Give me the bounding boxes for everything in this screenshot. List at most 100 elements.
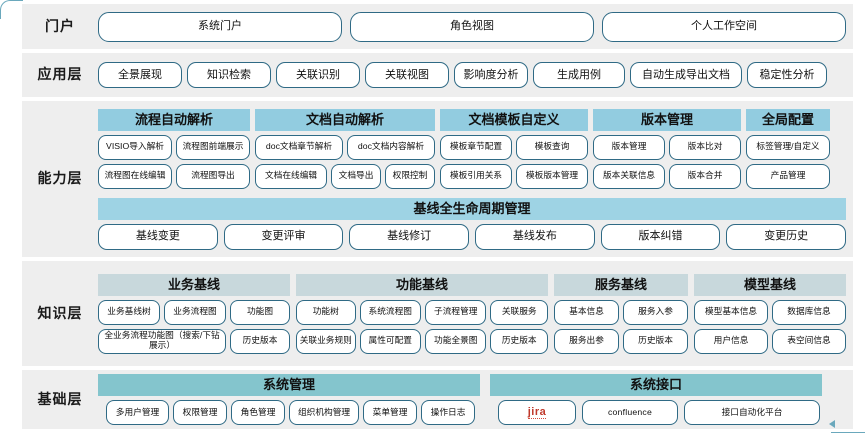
cap-item-permission-control[interactable]: 权限控制 xyxy=(385,163,435,189)
knowledge-groups: 业务基线 业务基线树 业务流程图 功能图 全业务流程功能图（搜索/下钻展示） 历… xyxy=(98,273,846,354)
cap-item-template-version-mgmt[interactable]: 模板版本管理 xyxy=(516,163,588,189)
cap-item-flow-export[interactable]: 流程图导出 xyxy=(176,163,250,189)
lifecycle-item-baseline-revise[interactable]: 基线修订 xyxy=(349,223,470,250)
foundation-group-header-system-interface: 系统接口 xyxy=(490,374,822,396)
lifecycle-header: 基线全生命周期管理 xyxy=(98,197,846,220)
lifecycle-item-change-review[interactable]: 变更评审 xyxy=(223,223,344,250)
cap-item-template-reference-relation[interactable]: 模板引用关系 xyxy=(440,163,512,189)
jira-logo-text: jira xyxy=(527,405,547,420)
found-item-org-structure-mgmt[interactable]: 组织机构管理 xyxy=(289,400,359,425)
application-item-row: 全景展现 知识检索 关联识别 关联视图 影响度分析 生成用例 自动生成导出文档 … xyxy=(98,62,846,88)
foundation-groups: 系统管理 多用户管理 权限管理 角色管理 组织机构管理 菜单管理 操作日志 系统… xyxy=(98,374,846,425)
portal-item-system-portal[interactable]: 系统门户 xyxy=(98,11,342,42)
know-item-attribute-configurable[interactable]: 属性可配置 xyxy=(359,328,421,354)
know-item-service-output-param[interactable]: 服务出参 xyxy=(554,328,619,354)
capability-lifecycle-block: 基线全生命周期管理 基线变更 变更评审 基线修订 基线发布 版本纠错 变更历史 xyxy=(98,197,847,250)
found-item-permission-mgmt[interactable]: 权限管理 xyxy=(173,400,227,425)
portal-item-personal-workspace[interactable]: 个人工作空间 xyxy=(602,11,846,42)
lifecycle-item-baseline-release[interactable]: 基线发布 xyxy=(475,223,595,250)
found-item-role-mgmt[interactable]: 角色管理 xyxy=(231,400,285,425)
layer-label-portal: 门户 xyxy=(45,17,75,34)
layer-label-knowledge: 知识层 xyxy=(37,304,83,321)
know-item-basic-info[interactable]: 基本信息 xyxy=(554,299,619,325)
decorative-corner-bottom-right xyxy=(831,422,865,433)
cap-item-visio-import-parse[interactable]: VISIO导入解析 xyxy=(98,134,172,160)
know-item-related-business-rule[interactable]: 关联业务规则 xyxy=(296,328,356,354)
lifecycle-item-baseline-change[interactable]: 基线变更 xyxy=(98,223,218,250)
knowledge-group-header-function-baseline: 功能基线 xyxy=(296,273,548,296)
app-item-impact-analysis[interactable]: 影响度分析 xyxy=(454,62,528,88)
app-item-panorama[interactable]: 全景展现 xyxy=(98,62,182,88)
knowledge-group-function-baseline: 功能基线 功能树 系统流程图 子流程管理 关联服务 关联业务规则 属性可配置 功… xyxy=(296,273,548,354)
cap-item-doc-online-edit[interactable]: 文档在线编辑 xyxy=(255,163,327,189)
app-item-auto-export-doc[interactable]: 自动生成导出文档 xyxy=(630,62,742,88)
capability-group-global-config: 全局配置 标签管理/自定义 产品管理 xyxy=(746,108,830,189)
know-item-model-basic-info[interactable]: 模型基本信息 xyxy=(694,299,768,325)
cap-item-version-merge[interactable]: 版本合并 xyxy=(669,163,741,189)
know-item-database-info[interactable]: 数据库信息 xyxy=(772,299,846,325)
cap-item-template-chapter-config[interactable]: 模板章节配置 xyxy=(440,134,512,160)
lifecycle-item-version-correction[interactable]: 版本纠错 xyxy=(600,223,721,250)
app-item-stability-analysis[interactable]: 稳定性分析 xyxy=(747,62,827,88)
app-item-relation-recognition[interactable]: 关联识别 xyxy=(276,62,360,88)
know-item-business-flow-chart[interactable]: 业务流程图 xyxy=(164,299,226,325)
know-item-history-version-business[interactable]: 历史版本 xyxy=(230,328,290,354)
knowledge-group-header-service-baseline: 服务基线 xyxy=(554,273,688,296)
know-item-business-baseline-tree[interactable]: 业务基线树 xyxy=(98,299,160,325)
know-item-user-info[interactable]: 用户信息 xyxy=(694,328,768,354)
cap-item-template-query[interactable]: 模板查询 xyxy=(516,134,588,160)
found-item-operation-log[interactable]: 操作日志 xyxy=(421,400,475,425)
lifecycle-item-change-history[interactable]: 变更历史 xyxy=(726,223,847,250)
foundation-group-system-interface: 系统接口 jira confluence 接口自动化平台 xyxy=(490,374,822,425)
capability-group-version-mgmt: 版本管理 版本管理 版本比对 版本关联信息 版本合并 xyxy=(593,108,741,189)
found-item-multi-user-mgmt[interactable]: 多用户管理 xyxy=(106,400,169,425)
knowledge-group-service-baseline: 服务基线 基本信息 服务入参 服务出参 历史版本 xyxy=(554,273,688,354)
layer-label-capability: 能力层 xyxy=(37,170,83,187)
found-item-interface-automation-platform[interactable]: 接口自动化平台 xyxy=(684,400,820,425)
foundation-group-header-system-mgmt: 系统管理 xyxy=(98,374,480,396)
portal-item-row: 系统门户 角色视图 个人工作空间 xyxy=(98,11,846,42)
knowledge-group-business-baseline: 业务基线 业务基线树 业务流程图 功能图 全业务流程功能图（搜索/下钻展示） 历… xyxy=(98,273,290,354)
know-item-tablespace-info[interactable]: 表空间信息 xyxy=(772,328,846,354)
capability-group-header-global-config: 全局配置 xyxy=(746,108,830,131)
capability-group-header-doc-template: 文档模板自定义 xyxy=(440,108,588,131)
capability-group-header-process-parse: 流程自动解析 xyxy=(98,108,250,131)
layer-portal: 门户 系统门户 角色视图 个人工作空间 xyxy=(22,4,853,49)
capability-group-doc-parse: 文档自动解析 doc文档章节解析 doc文档内容解析 文档在线编辑 文档导出 权… xyxy=(255,108,435,189)
know-item-history-version-function[interactable]: 历史版本 xyxy=(490,328,548,354)
found-item-jira[interactable]: jira xyxy=(498,400,576,425)
app-item-relation-view[interactable]: 关联视图 xyxy=(365,62,449,88)
found-item-menu-mgmt[interactable]: 菜单管理 xyxy=(363,400,417,425)
capability-group-header-version-mgmt: 版本管理 xyxy=(593,108,741,131)
cap-item-tag-management[interactable]: 标签管理/自定义 xyxy=(746,134,830,160)
cap-item-version-relation-info[interactable]: 版本关联信息 xyxy=(593,163,665,189)
cap-item-version-management[interactable]: 版本管理 xyxy=(593,134,665,160)
app-item-generate-case[interactable]: 生成用例 xyxy=(533,62,625,88)
found-item-confluence[interactable]: confluence xyxy=(582,400,678,425)
decorative-arrow-bottom-right xyxy=(829,420,835,428)
foundation-group-system-mgmt: 系统管理 多用户管理 权限管理 角色管理 组织机构管理 菜单管理 操作日志 xyxy=(98,374,480,425)
layer-foundation: 基础层 系统管理 多用户管理 权限管理 角色管理 组织机构管理 菜单管理 操作日… xyxy=(22,370,853,429)
know-item-function-tree[interactable]: 功能树 xyxy=(296,299,356,325)
know-item-related-service[interactable]: 关联服务 xyxy=(490,299,548,325)
know-item-full-business-flow-function-chart[interactable]: 全业务流程功能图（搜索/下钻展示） xyxy=(98,328,226,354)
know-item-function-panorama[interactable]: 功能全景图 xyxy=(424,328,487,354)
cap-item-flow-online-edit[interactable]: 流程图在线编辑 xyxy=(98,163,172,189)
knowledge-group-model-baseline: 模型基线 模型基本信息 数据库信息 用户信息 表空间信息 xyxy=(694,273,846,354)
cap-item-product-management[interactable]: 产品管理 xyxy=(746,163,830,189)
know-item-function-chart[interactable]: 功能图 xyxy=(230,299,290,325)
portal-item-role-view[interactable]: 角色视图 xyxy=(350,11,594,42)
know-item-sub-flow-mgmt[interactable]: 子流程管理 xyxy=(424,299,487,325)
know-item-service-input-param[interactable]: 服务入参 xyxy=(623,299,688,325)
know-item-system-flow-chart[interactable]: 系统流程图 xyxy=(359,299,421,325)
cap-item-doc-content-parse[interactable]: doc文档内容解析 xyxy=(347,134,435,160)
app-item-knowledge-search[interactable]: 知识检索 xyxy=(187,62,271,88)
cap-item-version-compare[interactable]: 版本比对 xyxy=(669,134,741,160)
cap-item-doc-export[interactable]: 文档导出 xyxy=(331,163,381,189)
cap-item-doc-chapter-parse[interactable]: doc文档章节解析 xyxy=(255,134,343,160)
cap-item-flow-frontend-display[interactable]: 流程图前端展示 xyxy=(176,134,250,160)
layer-application: 应用层 全景展现 知识检索 关联识别 关联视图 影响度分析 生成用例 自动生成导… xyxy=(22,53,853,97)
knowledge-group-header-business-baseline: 业务基线 xyxy=(98,273,290,296)
know-item-history-version-service[interactable]: 历史版本 xyxy=(623,328,688,354)
